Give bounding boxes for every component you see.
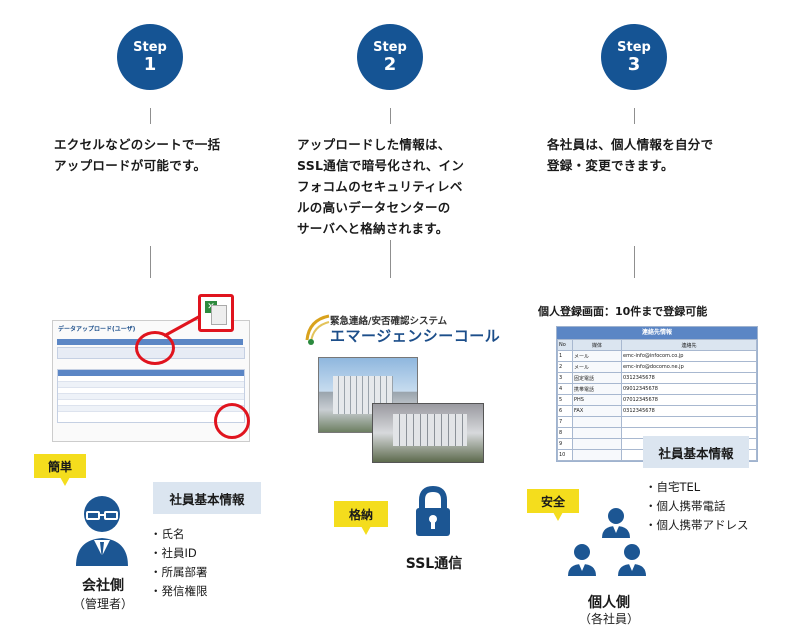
admin-label: 会社側 xyxy=(82,578,124,594)
row-value-input[interactable]: 0312345678 xyxy=(621,372,757,384)
logo-subtitle: 緊急連絡/安否確認システム xyxy=(330,316,448,327)
connector-line xyxy=(150,108,151,124)
step-word: Step xyxy=(617,39,651,55)
list-item: 発信権限 xyxy=(150,582,208,601)
row-value-input[interactable]: emc-info@infocom.co.jp xyxy=(621,350,757,362)
row-number: 9 xyxy=(557,438,573,450)
row-type-select[interactable]: 固定電話 xyxy=(572,372,622,384)
employee-label: 個人側 xyxy=(588,595,630,611)
connector-line xyxy=(390,108,391,124)
step-2-circle: Step 2 xyxy=(357,24,423,90)
step-word: Step xyxy=(133,39,167,55)
pointer-line xyxy=(163,312,205,338)
step-3-description: 各社員は、個人情報を自分で 登録・変更できます。 xyxy=(547,134,767,176)
step-3-circle: Step 3 xyxy=(601,24,667,90)
row-type-select[interactable]: メール xyxy=(572,350,622,362)
admin-sublabel: （管理者） xyxy=(72,597,133,611)
desc-line: 各社員は、個人情報を自分で xyxy=(547,137,714,152)
row-type-select[interactable]: 携帯電話 xyxy=(572,383,622,395)
desc-line: ルの高いデータセンターの xyxy=(297,200,451,215)
step-number: 1 xyxy=(143,53,157,75)
row-number: 2 xyxy=(557,361,573,373)
row-value-input[interactable]: 0312345678 xyxy=(621,405,757,417)
desc-line: フォコムのセキュリティレベ xyxy=(297,179,463,194)
list-item: 所属部署 xyxy=(150,563,208,582)
logo-title: エマージェンシーコール xyxy=(330,327,501,345)
row-value-input[interactable]: emc-info@docomo.ne.jp xyxy=(621,361,757,373)
table-header-row: No 媒体 連絡先 xyxy=(557,339,757,351)
list-item: 氏名 xyxy=(150,525,208,544)
row-number: 3 xyxy=(557,372,573,384)
list-item: 自宅TEL xyxy=(645,478,749,497)
desc-line: サーバへと格納されます。 xyxy=(297,221,449,236)
desc-line: SSL通信で暗号化され、イン xyxy=(297,158,465,173)
personal-info-list: 自宅TEL 個人携帯電話 個人携帯アドレス xyxy=(645,478,749,535)
row-type-select[interactable]: FAX xyxy=(572,405,622,417)
registration-caption: 個人登録画面：10件まで登録可能 xyxy=(538,305,708,318)
table-row: 7 xyxy=(557,416,757,428)
header-cell: 媒体 xyxy=(572,339,622,351)
lock-icon xyxy=(416,486,450,536)
header-cell: 連絡先 xyxy=(621,339,757,351)
admin-info-list: 氏名 社員ID 所属部署 発信権限 xyxy=(150,525,208,601)
row-type-select[interactable] xyxy=(572,438,622,450)
safety-badge: 安全 xyxy=(527,489,579,521)
highlight-ring xyxy=(214,403,250,439)
step-1-description: エクセルなどのシートで一括 アップロードが可能です。 xyxy=(54,134,264,176)
step-1-circle: Step 1 xyxy=(117,24,183,90)
storage-badge: 格納 xyxy=(334,501,388,535)
step-2-description: アップロードした情報は、 SSL通信で暗号化され、イン フォコムのセキュリティレ… xyxy=(297,134,507,239)
employees-group-icon xyxy=(568,508,646,576)
row-type-select[interactable]: PHS xyxy=(572,394,622,406)
step-number: 2 xyxy=(383,53,397,75)
step-word: Step xyxy=(373,39,407,55)
row-type-select[interactable]: メール xyxy=(572,361,622,373)
row-number: 1 xyxy=(557,350,573,362)
row-number: 7 xyxy=(557,416,573,428)
connector-line xyxy=(634,246,635,278)
row-number: 5 xyxy=(557,394,573,406)
screen-title: データアップロード(ユーザ) xyxy=(58,326,136,333)
connector-line xyxy=(390,240,391,278)
row-number: 8 xyxy=(557,427,573,439)
easy-badge: 簡単 xyxy=(34,454,86,486)
row-type-select[interactable] xyxy=(572,416,622,428)
connector-line xyxy=(150,246,151,278)
list-item: 社員ID xyxy=(150,544,208,563)
desc-line: エクセルなどのシートで一括 xyxy=(54,137,221,152)
data-grid xyxy=(57,369,245,423)
list-item: 個人携帯電話 xyxy=(645,497,749,516)
row-type-select[interactable] xyxy=(572,427,622,439)
header-cell: No xyxy=(557,339,573,351)
highlight-ring xyxy=(135,331,175,365)
list-item: 個人携帯アドレス xyxy=(645,516,749,535)
employee-info-box: 社員基本情報 xyxy=(643,436,749,468)
row-value-input[interactable] xyxy=(621,416,757,428)
ssl-label: SSL通信 xyxy=(405,556,463,572)
desc-line: 登録・変更できます。 xyxy=(547,158,674,173)
row-number: 10 xyxy=(557,449,573,461)
employee-info-box: 社員基本情報 xyxy=(153,482,261,514)
row-number: 6 xyxy=(557,405,573,417)
excel-file-icon: ✕ xyxy=(198,294,234,332)
employee-sublabel: （各社員） xyxy=(578,612,639,626)
row-value-input[interactable]: 07012345678 xyxy=(621,394,757,406)
admin-person-icon xyxy=(76,496,128,566)
datacenter-photo xyxy=(372,403,484,463)
connector-line xyxy=(634,108,635,124)
row-value-input[interactable]: 09012345678 xyxy=(621,383,757,395)
desc-line: アップロードした情報は、 xyxy=(297,137,451,152)
row-number: 4 xyxy=(557,383,573,395)
table-title: 連絡先情報 xyxy=(557,327,757,339)
desc-line: アップロードが可能です。 xyxy=(54,158,207,173)
step-number: 3 xyxy=(627,53,641,75)
row-type-select[interactable] xyxy=(572,449,622,461)
logo-mark-icon xyxy=(305,314,330,345)
